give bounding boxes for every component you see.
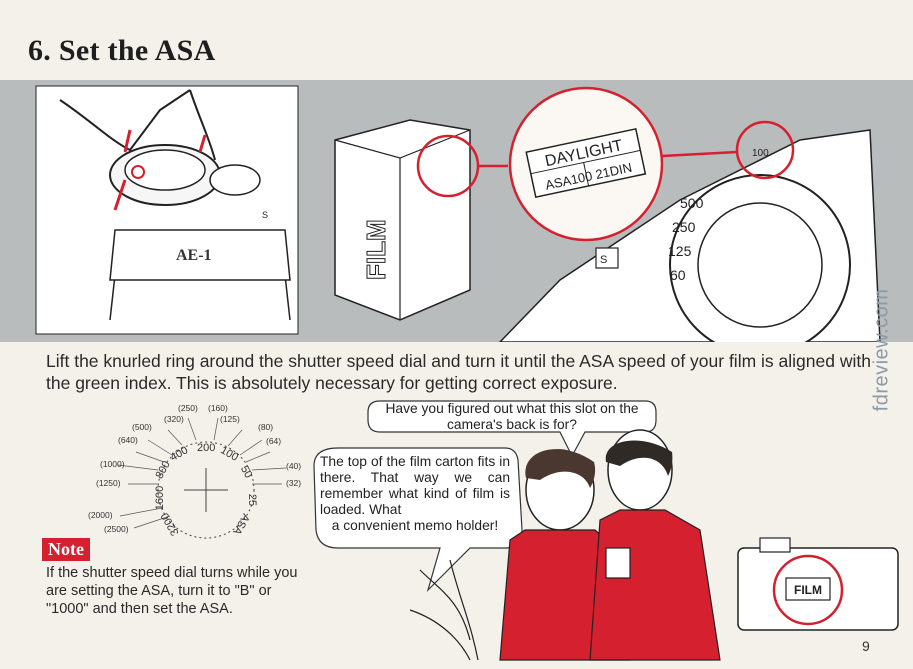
camera-hands-illustration: AE-1 S — [35, 85, 299, 335]
dial-number-500: 500 — [680, 195, 704, 211]
dial-number-250: 250 — [672, 219, 696, 235]
asa-outer-125: (125) — [220, 414, 240, 424]
page-number: 9 — [862, 638, 870, 654]
asa-outer-160: (160) — [208, 403, 228, 413]
asa-outer-640: (640) — [118, 435, 138, 445]
answer-bubble — [313, 447, 523, 593]
page-title: 6. Set the ASA — [28, 34, 216, 67]
asa-outer-80: (80) — [258, 422, 274, 432]
note-badge: Note — [42, 538, 90, 561]
asa-index-highlight — [735, 120, 795, 180]
asa-outer-250: (250) — [178, 403, 198, 413]
man-figure — [589, 429, 721, 661]
answer-text-main: The top of the film carton fits in there… — [320, 454, 510, 517]
dial-number-125: 125 — [668, 243, 692, 259]
camera-back-illustration: FILM — [737, 537, 899, 631]
memo-slot-label: FILM — [794, 583, 822, 597]
asa-outer-40: (40) — [286, 461, 302, 471]
asa-dial-closeup: DAYLIGHT ASA100 21DIN 500 250 125 60 100… — [498, 86, 881, 342]
film-box-illustration: FILM — [334, 119, 508, 321]
asa-outer-320: (320) — [164, 414, 184, 424]
answer-text-end: a convenient memo holder! — [331, 518, 499, 533]
slot-self-timer: S — [600, 254, 607, 266]
instruction-text: Lift the knurled ring around the shutter… — [46, 351, 871, 393]
plant-illustration — [409, 559, 479, 661]
asa-outer-1250: (1250) — [96, 478, 121, 488]
note-text: If the shutter speed dial turns while yo… — [46, 565, 298, 617]
dial-top-number: 100 — [752, 148, 769, 159]
watermark: fdreview.com — [862, 250, 902, 450]
asa-dial-svg — [117, 417, 287, 539]
illustration-band: AE-1 S FILM DAYLIGHT ASA100 2 — [0, 80, 913, 342]
asa-inner-200: 200 — [197, 442, 216, 454]
self-timer-mark: S — [262, 210, 268, 220]
watermark-text: fdreview.com — [870, 288, 893, 412]
asa-outer-1000: (1000) — [100, 459, 125, 469]
asa-outer-32: (32) — [286, 478, 302, 488]
film-box-label: FILM — [361, 219, 391, 280]
question-bubble — [367, 400, 657, 458]
question-text: Have you figured out what this slot on t… — [385, 401, 639, 432]
asa-outer-500: (500) — [132, 422, 152, 432]
answer-text: The top of the film carton fits in there… — [320, 454, 510, 534]
asa-outer-64: (64) — [266, 436, 282, 446]
illustration-svg: AE-1 S FILM DAYLIGHT ASA100 2 — [35, 85, 881, 342]
asa-outer-2000: (2000) — [88, 510, 113, 520]
asa-dial-diagram: (250) (160) (320) (125) (500) (80) (640)… — [30, 400, 320, 540]
slot-highlight — [772, 554, 844, 626]
camera-badge: AE-1 — [176, 247, 212, 264]
dial-number-60: 60 — [670, 267, 686, 283]
asa-outer-2500: (2500) — [104, 524, 129, 534]
